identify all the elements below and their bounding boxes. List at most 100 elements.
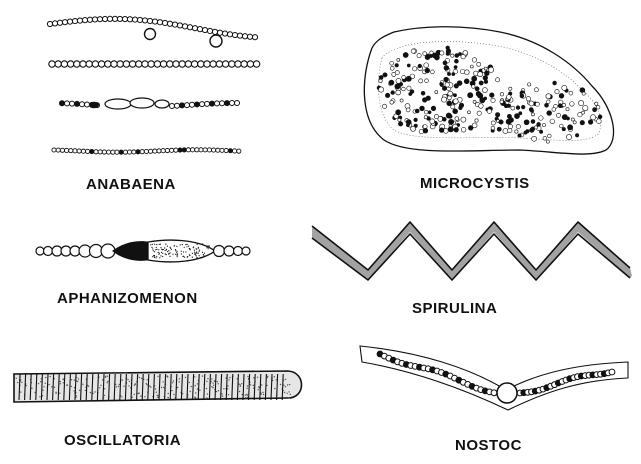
cell <box>447 96 451 100</box>
cell <box>453 94 456 97</box>
cell <box>571 118 574 121</box>
cell <box>406 76 411 81</box>
cell <box>410 90 414 94</box>
cell <box>175 103 180 108</box>
stipple-dot <box>247 376 248 377</box>
cell <box>235 101 240 106</box>
cell <box>396 90 401 95</box>
cell <box>514 114 519 119</box>
cell <box>476 91 481 96</box>
stipple-dot <box>183 251 184 252</box>
nostoc-label: NOSTOC <box>455 437 522 454</box>
cell <box>546 140 549 143</box>
cell <box>90 150 94 154</box>
cell <box>499 120 504 125</box>
stipple-dot <box>208 248 209 249</box>
cell <box>609 369 615 375</box>
cell <box>455 117 459 121</box>
stipple-dot <box>182 393 183 394</box>
cell <box>506 119 511 124</box>
cell <box>122 16 127 21</box>
stipple-dot <box>104 395 105 396</box>
stipple-dot <box>116 386 117 387</box>
cell <box>543 136 547 140</box>
cell <box>379 79 383 83</box>
cell <box>509 87 512 90</box>
stipple-dot <box>206 388 207 389</box>
cell <box>215 101 220 106</box>
cell <box>562 85 567 90</box>
cell <box>232 32 237 37</box>
cell <box>555 89 559 93</box>
stipple-dot <box>17 382 18 383</box>
stipple-dot <box>59 393 60 394</box>
stipple-dot <box>161 249 162 250</box>
cell <box>526 97 530 101</box>
stipple-dot <box>162 253 163 254</box>
cell <box>220 101 225 106</box>
cell <box>230 101 235 106</box>
cell <box>203 148 207 152</box>
cell <box>199 148 203 152</box>
cell <box>553 81 557 85</box>
cell <box>511 106 515 110</box>
cell <box>72 18 77 23</box>
stipple-dot <box>240 384 241 385</box>
stipple-dot <box>200 257 201 258</box>
stipple-dot <box>176 251 177 252</box>
stipple-dot <box>239 391 240 392</box>
cell <box>546 94 551 99</box>
cell <box>473 100 476 103</box>
cell <box>447 101 452 106</box>
cell <box>479 104 484 109</box>
stipple-dot <box>48 384 49 385</box>
stipple-dot <box>170 247 171 248</box>
cell <box>430 70 434 74</box>
stipple-dot <box>177 253 178 254</box>
cell <box>425 68 430 73</box>
cell <box>44 247 53 256</box>
stipple-dot <box>185 244 186 245</box>
cell <box>459 103 464 108</box>
cell <box>192 26 197 31</box>
cell <box>439 128 444 133</box>
stipple-dot <box>188 246 189 247</box>
stipple-dot <box>104 388 105 389</box>
stipple-dot <box>107 381 108 382</box>
cell <box>578 112 582 116</box>
stipple-dot <box>172 382 173 383</box>
cell <box>395 64 398 67</box>
oscillatoria-drawing <box>14 371 302 402</box>
cell <box>451 54 454 57</box>
cell <box>454 59 458 63</box>
cell <box>73 149 77 153</box>
cell <box>547 111 552 116</box>
stipple-dot <box>196 255 197 256</box>
cell <box>562 114 567 119</box>
cell <box>464 70 469 75</box>
cell <box>490 93 495 98</box>
cell <box>234 247 243 256</box>
cell <box>187 25 192 30</box>
cell <box>137 17 142 22</box>
cell <box>229 61 235 67</box>
stipple-dot <box>261 393 262 394</box>
cell <box>242 34 247 39</box>
cell <box>528 83 531 86</box>
stipple-dot <box>166 254 167 255</box>
cell <box>475 87 479 91</box>
cell <box>595 102 598 105</box>
stipple-dot <box>261 384 262 385</box>
stipple-dot <box>203 255 204 256</box>
stipple-dot <box>185 377 186 378</box>
stipple-dot <box>206 246 207 247</box>
cell <box>98 150 102 154</box>
stipple-dot <box>267 376 268 377</box>
stipple-dot <box>161 387 162 388</box>
cell <box>534 88 538 92</box>
cell <box>451 105 455 109</box>
cell <box>128 150 132 154</box>
cell <box>491 121 495 125</box>
cell <box>105 61 111 67</box>
cell <box>69 149 73 153</box>
